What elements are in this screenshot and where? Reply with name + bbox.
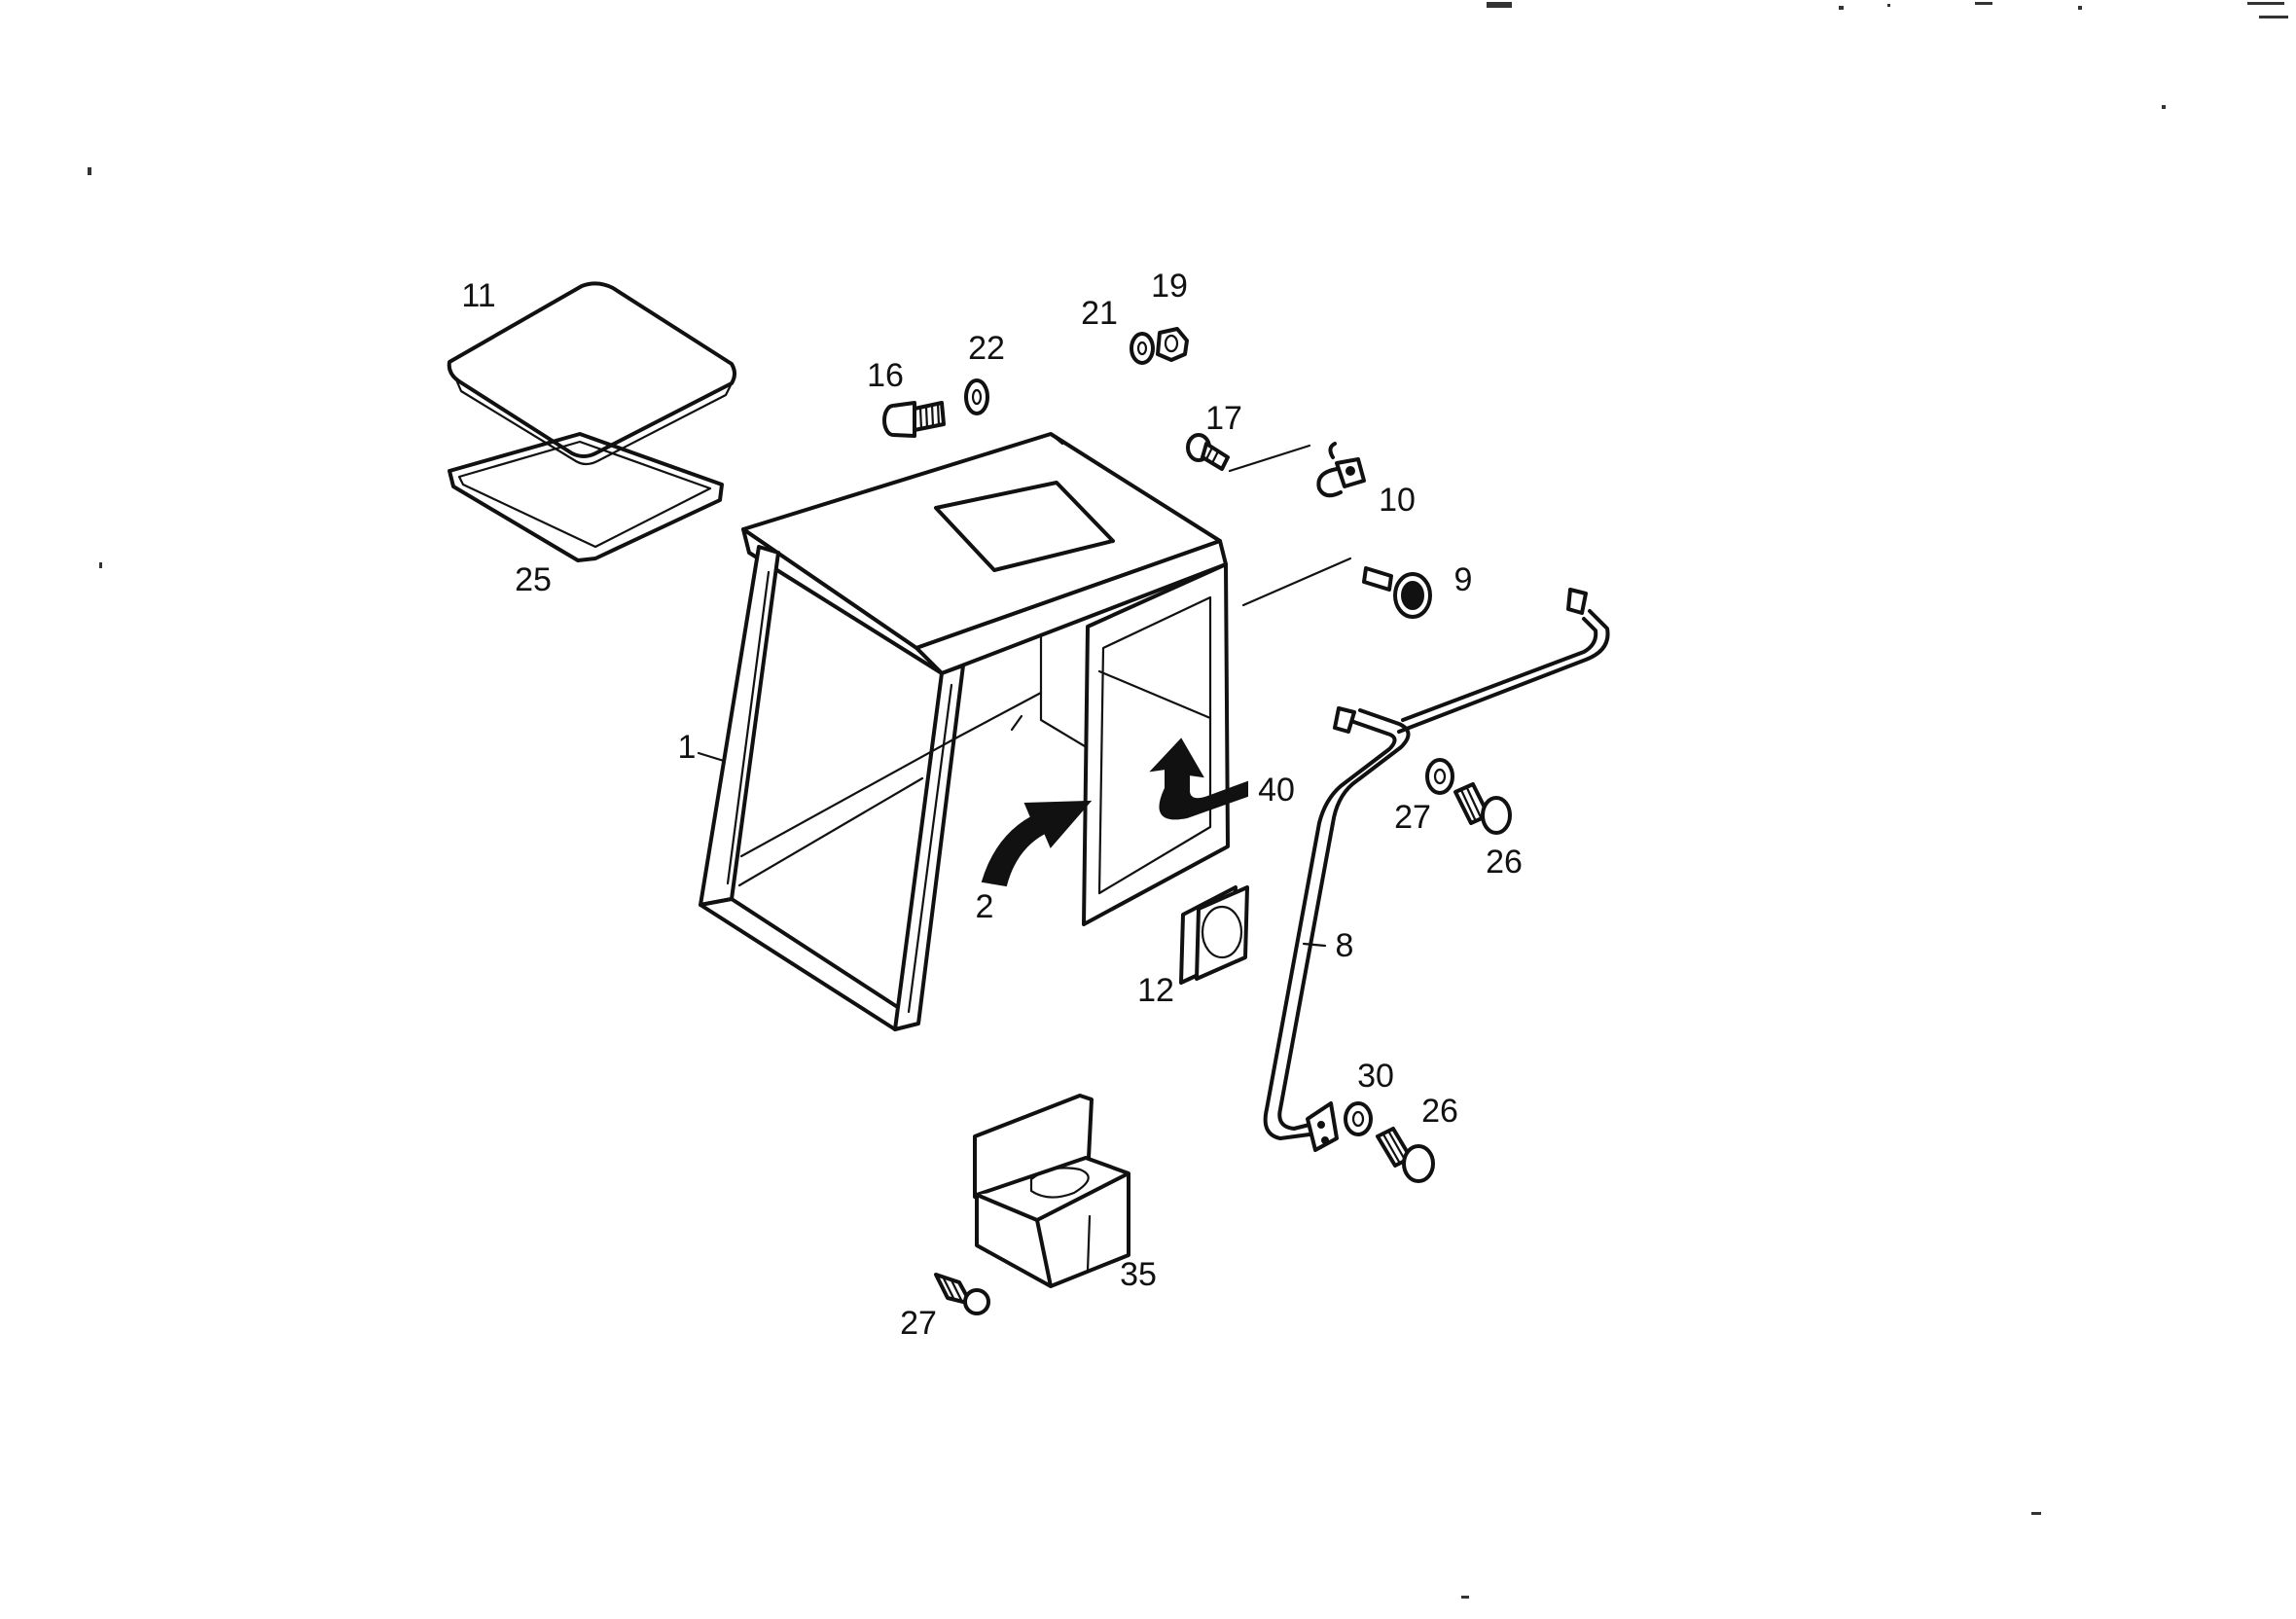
part-16-bolt: [882, 401, 946, 438]
part-10-hook: [1316, 442, 1366, 498]
callout-27-upper: 27: [1394, 799, 1431, 836]
part-25-gasket: [448, 432, 724, 562]
callout-10: 10: [1379, 482, 1416, 519]
part-17-screw: [1186, 433, 1230, 471]
arrow-40: [1149, 738, 1248, 820]
callout-22: 22: [968, 330, 1005, 367]
callout-labels: 11 25 16 22 21 19 17 10 9 1 40 2 27 26 8…: [461, 268, 1523, 1342]
callout-40: 40: [1258, 772, 1295, 809]
part-12-pad: [1179, 885, 1249, 985]
callout-27-lower: 30: [1357, 1058, 1394, 1095]
callout-17: 17: [1205, 400, 1242, 437]
part-26-bolt-lower: [1376, 1127, 1435, 1183]
part-8-grab-rail: [1263, 588, 1610, 1152]
part-27-washer-upper: [1425, 758, 1454, 795]
callout-19: 19: [1151, 268, 1188, 305]
part-22-washer: [964, 378, 989, 415]
part-30-storage-box: [973, 1094, 1130, 1288]
part-1-cab-frame: [699, 432, 1230, 1031]
callout-26-lower: 26: [1421, 1093, 1458, 1130]
callout-12: 12: [1137, 972, 1174, 1009]
scan-specks: [88, 2, 2288, 1599]
callout-9: 9: [1454, 561, 1473, 598]
callout-30: 35: [1120, 1256, 1157, 1293]
callout-2: 2: [976, 888, 994, 925]
leader-8: [1302, 942, 1327, 948]
part-27-washer-lower: [1344, 1101, 1373, 1136]
part-21-washer: [1130, 332, 1155, 365]
callout-1: 1: [678, 729, 697, 766]
callout-26-upper: 26: [1486, 844, 1523, 881]
part-9-knob: [1362, 566, 1432, 619]
callout-35: 27: [900, 1305, 937, 1342]
leader-17-10: [1228, 444, 1311, 473]
callout-16: 16: [867, 357, 904, 394]
callout-25: 25: [515, 561, 552, 598]
leader-1: [697, 751, 726, 763]
callout-8: 8: [1336, 927, 1354, 964]
callout-21: 21: [1081, 295, 1118, 332]
part-35-screw: [934, 1273, 990, 1315]
part-11-cushion: [447, 281, 736, 466]
leader-9: [1241, 557, 1352, 607]
part-26-bolt-upper: [1453, 782, 1512, 835]
callout-11: 11: [461, 277, 495, 314]
arrow-2: [981, 800, 1093, 887]
part-19-nut: [1156, 327, 1189, 362]
